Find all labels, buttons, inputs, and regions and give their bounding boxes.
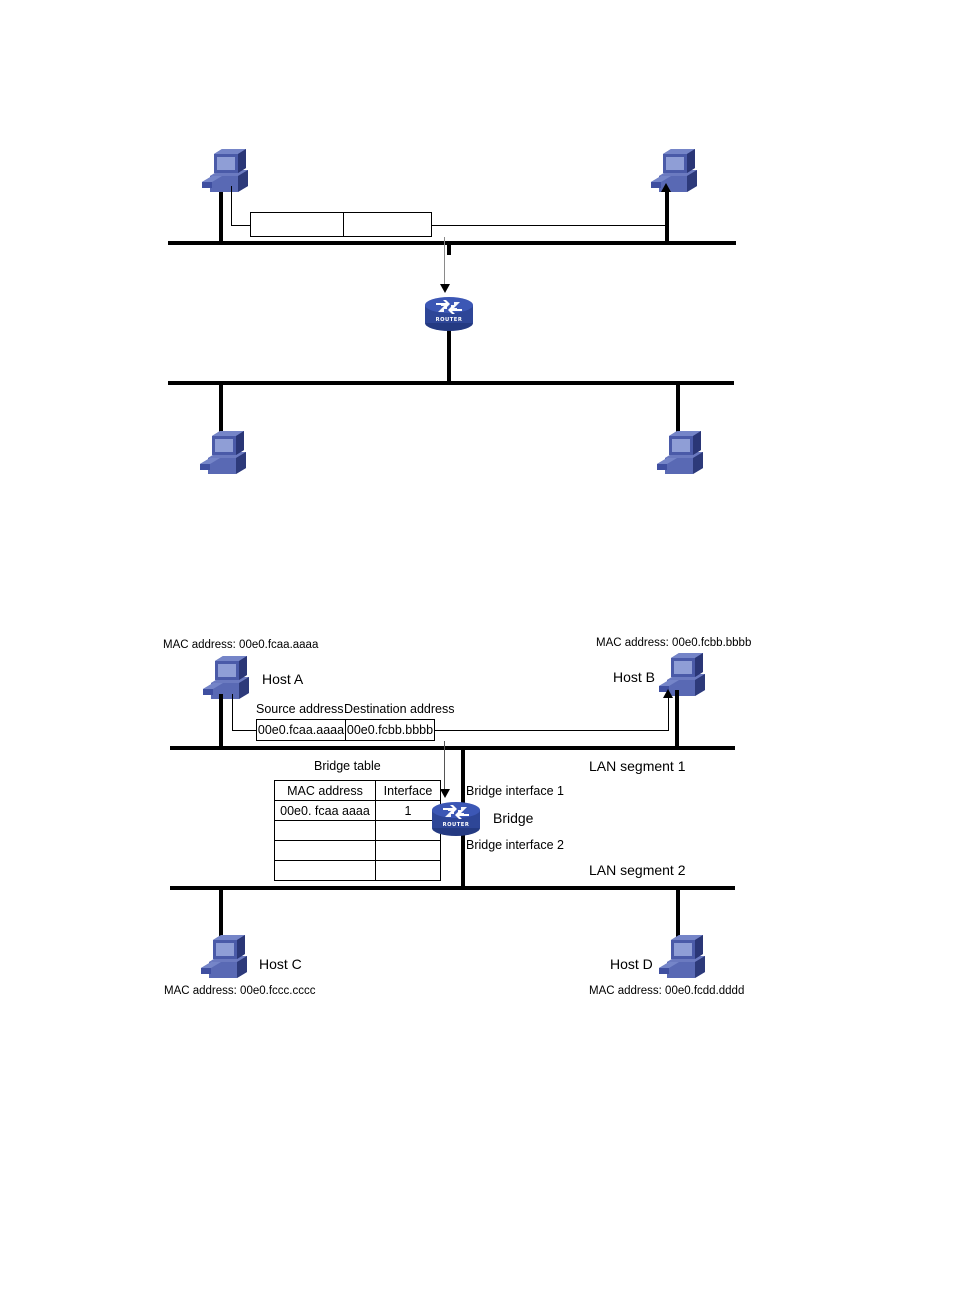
host-a-icon — [199, 653, 255, 705]
host-a-drop-line — [219, 694, 223, 748]
bridge-table-cell-interface — [375, 860, 441, 881]
bridge-table-cell-mac — [274, 860, 376, 881]
top-figure-workstation-bottom-right-icon — [653, 428, 709, 480]
top-figure-workstation-right-icon — [647, 146, 703, 198]
table-row — [274, 840, 441, 861]
top-figure-frame-destination-cell — [342, 213, 431, 236]
bridge-table-cell-mac — [274, 840, 376, 861]
table-row: 00e0. fcaa aaaa 1 — [274, 800, 441, 821]
lan-segment-2-label: LAN segment 2 — [589, 862, 686, 878]
host-a-mac-label: MAC address: 00e0.fcaa.aaaa — [163, 639, 319, 651]
host-c-drop-line — [219, 886, 223, 938]
bridge-icon: ROUTER — [431, 798, 481, 838]
bridge-interface-1-label: Bridge interface 1 — [466, 784, 564, 798]
top-figure-host-right-drop — [665, 186, 669, 242]
frame-source-caption: Source address — [256, 702, 344, 716]
table-row — [274, 820, 441, 841]
lan-segment-2-bus — [170, 886, 735, 890]
bridge-table-cell-mac: 00e0. fcaa aaaa — [274, 800, 376, 821]
frame-out-horizontal — [435, 730, 669, 731]
bridge-table: MAC address Interface 00e0. fcaa aaaa 1 — [274, 780, 441, 881]
frame-out-riser — [668, 698, 669, 731]
bridge-feed-arrowhead — [440, 789, 450, 798]
top-figure-host-bl-drop — [219, 381, 223, 437]
host-b-mac-label: MAC address: 00e0.fcbb.bbbb — [596, 637, 752, 649]
top-figure-frame-feed-vertical — [231, 186, 232, 225]
frame-out-arrowhead — [663, 689, 673, 698]
host-b-label: Host B — [613, 669, 656, 685]
top-figure-bridge-trunk-upper — [447, 241, 451, 255]
frame-source-value: 00e0.fcaa.aaaa — [257, 723, 345, 737]
host-d-icon — [655, 932, 711, 984]
top-figure-bridge-trunk-lower — [447, 328, 451, 384]
top-figure-workstation-bottom-left-icon — [196, 428, 252, 480]
bridge-table-cell-interface — [375, 840, 441, 861]
bridge-feed-line — [444, 741, 445, 791]
host-d-label: Host D — [610, 956, 653, 972]
top-figure-bus-upper — [168, 241, 736, 245]
top-figure-host-br-drop — [676, 381, 680, 437]
top-figure-frame-source-cell — [251, 213, 343, 236]
top-figure-host-left-drop — [219, 186, 223, 242]
bridge-table-cell-mac — [274, 820, 376, 841]
top-figure-bridge-feed-arrowhead — [440, 284, 450, 293]
bridge-table-caption: Bridge table — [314, 759, 381, 773]
bridge-trunk-upper — [461, 746, 465, 804]
top-figure-frame-out-riser — [666, 192, 667, 226]
top-figure-workstation-left-icon — [198, 146, 254, 198]
top-figure-bus-lower — [168, 381, 734, 385]
top-figure-router-icon: ROUTER — [424, 293, 474, 333]
lan-segment-1-bus — [170, 746, 735, 750]
frame-destination-value: 00e0.fcbb.bbbb — [345, 720, 434, 740]
host-b-drop-line — [675, 690, 679, 748]
lan-segment-1-label: LAN segment 1 — [589, 758, 686, 774]
bridge-table-col-mac: MAC address — [274, 780, 376, 801]
top-figure-frame-out-arrowhead — [661, 183, 671, 192]
top-figure-bridge-feed-line — [444, 237, 445, 286]
table-row — [274, 860, 441, 881]
frame-feed-vertical — [232, 694, 233, 730]
host-d-drop-line — [676, 886, 680, 938]
host-c-mac-label: MAC address: 00e0.fccc.cccc — [164, 985, 316, 997]
top-figure-frame-out-horizontal — [432, 225, 667, 226]
top-figure-frame-feed-horizontal — [231, 225, 251, 226]
top-figure-frame-box — [250, 212, 432, 237]
host-a-label: Host A — [262, 671, 304, 687]
frame-destination-caption: Destination address — [344, 702, 455, 716]
host-c-icon — [197, 932, 253, 984]
frame-box: 00e0.fcaa.aaaa 00e0.fcbb.bbbb — [256, 719, 435, 741]
frame-feed-horizontal — [232, 730, 257, 731]
host-c-label: Host C — [259, 956, 302, 972]
svg-text:ROUTER: ROUTER — [443, 822, 470, 828]
bridge-label: Bridge — [493, 810, 534, 826]
bridge-interface-2-label: Bridge interface 2 — [466, 838, 564, 852]
svg-text:ROUTER: ROUTER — [436, 317, 463, 323]
bridge-table-header-row: MAC address Interface — [274, 780, 441, 801]
bridge-trunk-lower — [461, 832, 465, 888]
host-d-mac-label: MAC address: 00e0.fcdd.dddd — [589, 985, 745, 997]
